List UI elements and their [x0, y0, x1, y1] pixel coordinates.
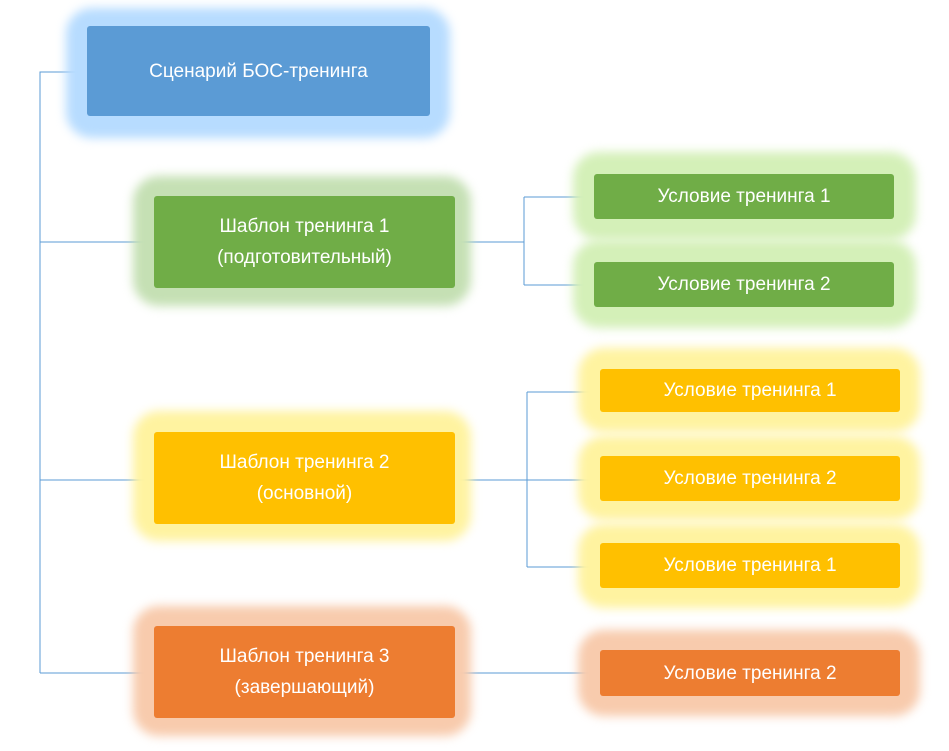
template-node-2-label: Шаблон тренинга 2 (основной): [219, 452, 390, 504]
template-1-condition-1: Условие тренинга 1: [594, 174, 894, 219]
template-2-condition-3-label: Условие тренинга 1: [663, 555, 837, 576]
template-2-condition-1-label: Условие тренинга 1: [663, 380, 837, 401]
template-2-condition-3: Условие тренинга 1: [600, 543, 900, 588]
template-2-condition-1: Условие тренинга 1: [600, 369, 900, 412]
root-node: Сценарий БОС-тренинга: [87, 26, 430, 116]
root-trunk-line: [39, 71, 86, 673]
template-node-2: Шаблон тренинга 2 (основной): [154, 432, 455, 524]
template-node-1-label: Шаблон тренинга 1 (подготовительный): [217, 216, 392, 268]
template-node-3: Шаблон тренинга 3 (завершающий): [154, 626, 455, 718]
template-1-condition-1-label: Условие тренинга 1: [657, 186, 831, 207]
template-3-condition-1: Условие тренинга 2: [600, 650, 900, 696]
template-3-condition-1-label: Условие тренинга 2: [663, 662, 837, 684]
template-2-condition-2-label: Условие тренинга 2: [663, 468, 837, 489]
template-2-condition-2: Условие тренинга 2: [600, 456, 900, 501]
root-node-label: Сценарий БОС-тренинга: [149, 60, 368, 82]
template-1-branch-line: [457, 196, 594, 286]
template-node-3-label: Шаблон тренинга 3 (завершающий): [219, 646, 390, 698]
template-1-condition-2: Условие тренинга 2: [594, 262, 894, 307]
template-1-condition-2-label: Условие тренинга 2: [657, 274, 831, 295]
template-2-branch-line: [457, 391, 600, 568]
template-node-1: Шаблон тренинга 1 (подготовительный): [154, 196, 455, 288]
